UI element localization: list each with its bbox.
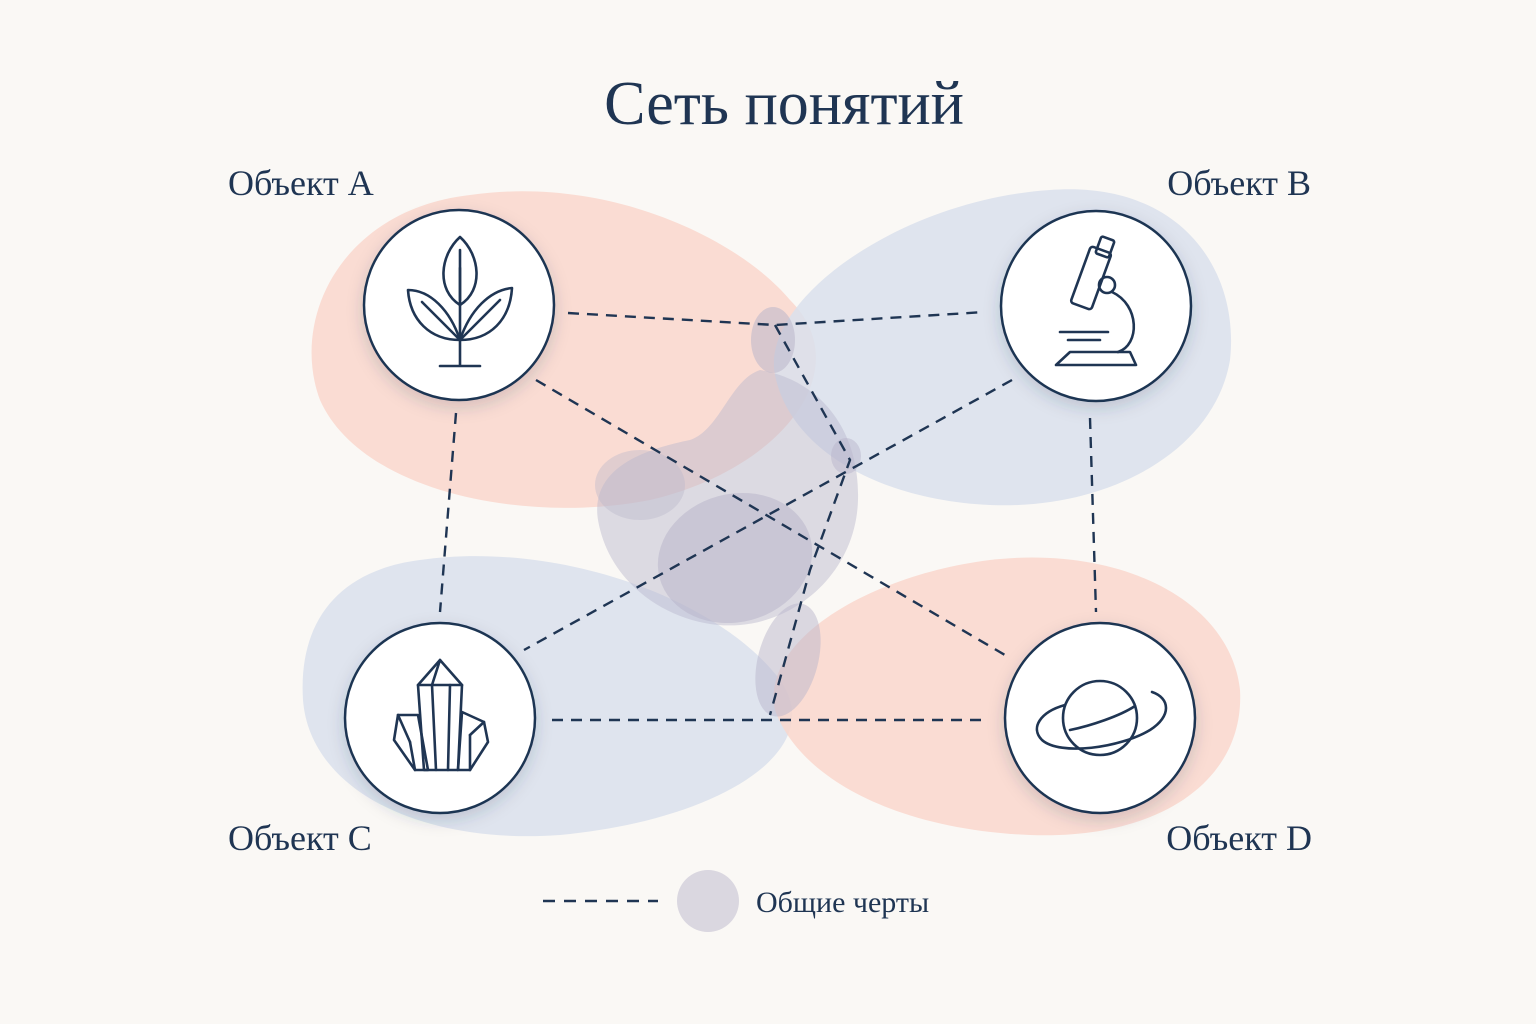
connection-a-b: [567, 310, 986, 327]
node-a-label: Объект A: [228, 163, 374, 203]
node-b-label: Объект B: [1167, 163, 1311, 203]
node-d-label: Объект D: [1166, 818, 1312, 858]
connection-b-c: [523, 378, 1013, 652]
connection-b-d: [1088, 417, 1098, 613]
legend-overlap-swatch: [677, 870, 739, 932]
connection-a-d: [535, 378, 1011, 660]
legend-label: Общие черты: [756, 886, 929, 919]
node-c[interactable]: Объект C: [228, 621, 537, 858]
overlap-top: [751, 307, 795, 373]
connection-overlap-path: [768, 324, 852, 716]
planet-icon: [1035, 679, 1168, 757]
node-a[interactable]: Объект A: [228, 163, 556, 402]
microscope-icon: [1054, 235, 1138, 367]
overlap-left: [595, 450, 685, 520]
plant-icon: [406, 235, 514, 368]
node-d[interactable]: Объект D: [1003, 621, 1312, 858]
legend: Общие черты: [543, 870, 929, 932]
node-b[interactable]: Объект B: [999, 163, 1311, 403]
page-title: Сеть понятий: [604, 70, 964, 138]
overlap-right: [831, 438, 861, 474]
overlap-core: [657, 492, 813, 624]
connection-a-c: [438, 412, 458, 613]
connections: [438, 310, 1098, 722]
node-c-label: Объект C: [228, 818, 372, 858]
crystal-icon: [392, 658, 490, 772]
overlap-bottom: [755, 603, 821, 717]
